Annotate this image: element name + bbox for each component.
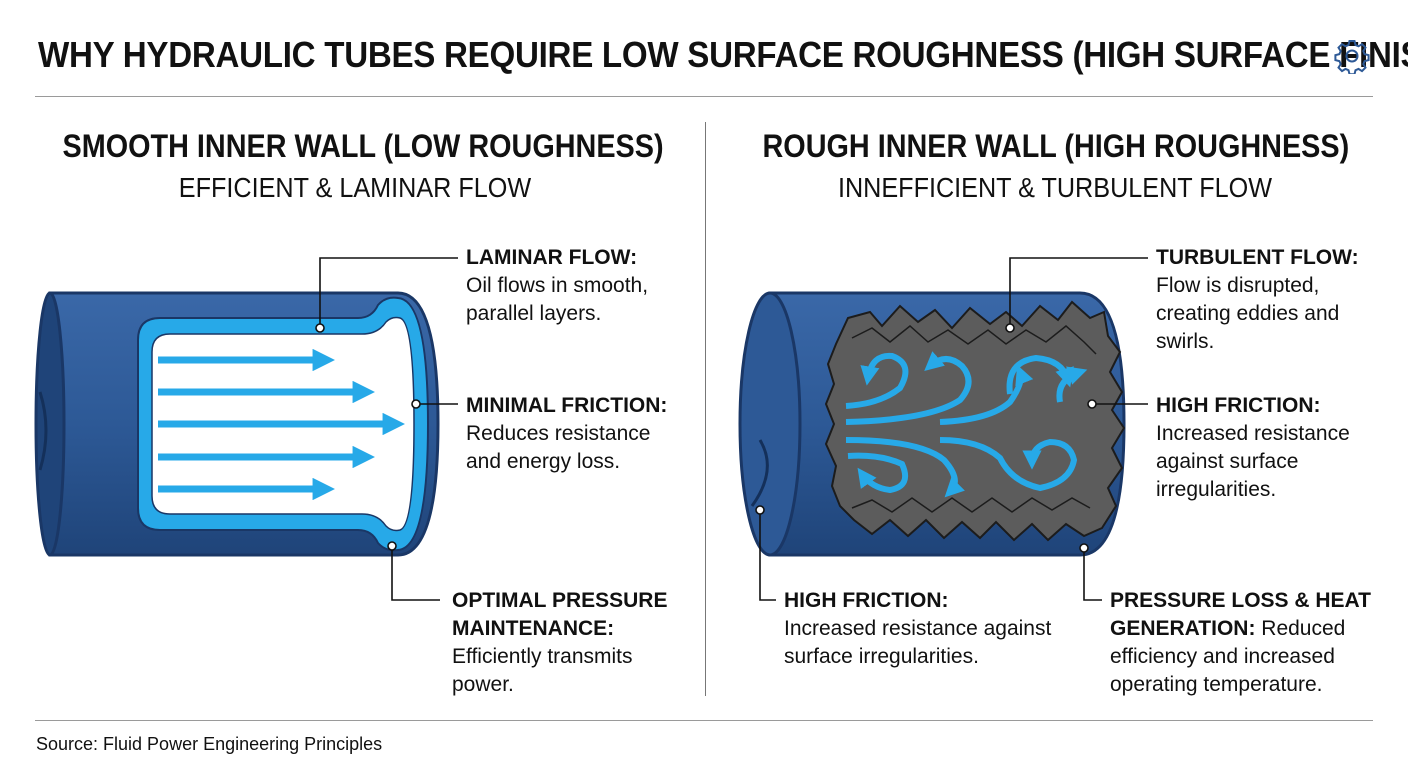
callout-minimal-friction: MINIMAL FRICTION: Reduces resistance and… [466,392,667,476]
callout-text: Oil flows in smooth, [466,274,649,297]
callout-label: PRESSURE LOSS & HEAT [1110,589,1371,612]
gear-icon [1334,40,1370,74]
callout-text: swirls. [1156,330,1215,353]
smooth-heading: SMOOTH INNER WALL (LOW ROUGHNESS) [62,128,664,164]
rough-heading: ROUGH INNER WALL (HIGH ROUGHNESS) [762,128,1350,164]
callout-text: surface irregularities. [784,645,979,668]
callout-text: Flow is disrupted, [1156,274,1320,297]
page-title: WHY HYDRAULIC TUBES REQUIRE LOW SURFACE … [38,34,1408,75]
callout-text: operating temperature. [1110,673,1323,696]
callout-text: power. [452,673,514,696]
center-divider [705,122,706,696]
source-note: Source: Fluid Power Engineering Principl… [36,734,383,754]
callout-label: GENERATION: [1110,617,1256,640]
callout-label: HIGH FRICTION: [1156,394,1321,417]
callout-text: Increased resistance [1156,422,1350,445]
callout-optimal-pressure: OPTIMAL PRESSURE MAINTENANCE: Efficientl… [452,587,667,699]
callout-laminar-flow: LAMINAR FLOW: Oil flows in smooth, paral… [466,244,648,328]
callout-text: Reduces resistance [466,422,651,445]
callout-text: Increased resistance against [784,617,1052,640]
callout-label: HIGH FRICTION: [784,589,949,612]
callout-high-friction-right: HIGH FRICTION: Increased resistance agai… [1156,392,1350,504]
title-divider [35,96,1373,97]
callout-label: TURBULENT FLOW: [1156,246,1359,269]
callout-text: and energy loss. [466,450,621,473]
callout-text: Reduced [1255,617,1346,640]
callout-text: irregularities. [1156,478,1277,501]
callout-text: against surface [1156,450,1299,473]
callout-high-friction-bottom: HIGH FRICTION: Increased resistance agai… [784,587,1051,671]
callout-text: efficiency and increased [1110,645,1335,668]
callout-label: LAMINAR FLOW: [466,246,638,269]
rough-tube [738,291,1126,557]
rough-leader-lines [759,257,1148,601]
callout-text: creating eddies and [1156,302,1340,325]
callout-label: MAINTENANCE: [452,617,615,640]
footer-divider [35,720,1373,721]
smooth-leader-lines [319,257,458,601]
callout-label: MINIMAL FRICTION: [466,394,668,417]
smooth-subheading: EFFICIENT & LAMINAR FLOW [178,172,532,203]
callout-text: Efficiently transmits [452,645,633,668]
callout-text: parallel layers. [466,302,602,325]
callout-pressure-loss: PRESSURE LOSS & HEAT GENERATION: Reduced… [1110,587,1371,699]
smooth-tube [34,291,440,557]
callout-label: OPTIMAL PRESSURE [452,589,668,612]
rough-subheading: INNEFFICIENT & TURBULENT FLOW [837,172,1273,203]
callout-turbulent-flow: TURBULENT FLOW: Flow is disrupted, creat… [1156,244,1359,356]
